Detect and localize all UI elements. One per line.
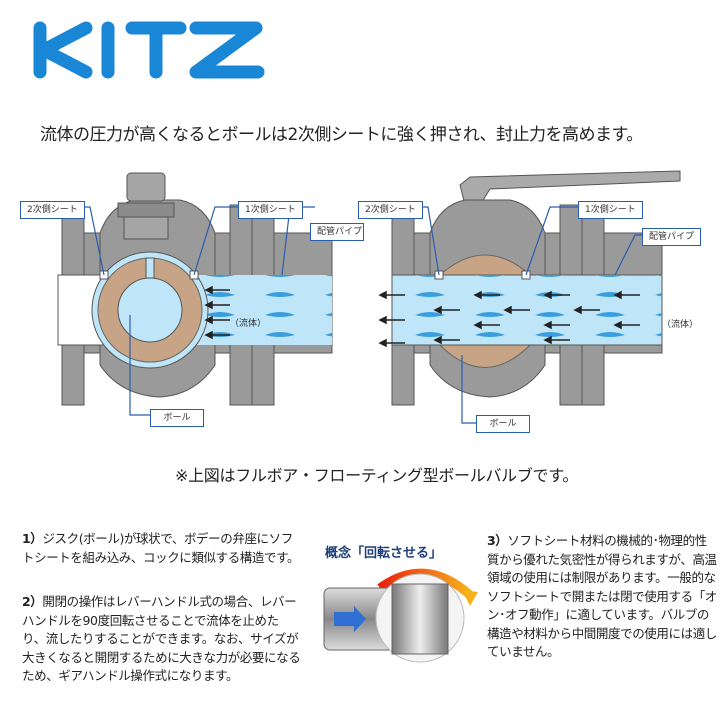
label-primary-seat: 1次側シート <box>238 201 303 219</box>
kitz-logo <box>33 21 265 79</box>
label-primary-seat: 1次側シート <box>578 201 643 219</box>
paragraph-2-text: 開閉の操作はレバーハンドル式の場合、レバーハンドルを90度回転させることで流体を… <box>22 594 301 683</box>
label-secondary-seat: 2次側シート <box>358 201 423 219</box>
label-ball: ボール <box>476 415 530 433</box>
paragraph-2: 2）開閉の操作はレバーハンドル式の場合、レバーハンドルを90度回転させることで流… <box>22 593 302 686</box>
paragraph-1-number: 1） <box>22 531 43 546</box>
valve-closed-illustration <box>57 172 333 416</box>
paragraph-3-text: ソフトシート材料の機械的･物理的性質から優れた気密性が得られますが、高温領域の使… <box>487 533 717 659</box>
paragraph-2-number: 2） <box>22 594 43 609</box>
concept-title: 概念「回転させる」 <box>325 546 443 561</box>
rotation-concept-illustration <box>323 568 478 663</box>
label-fluid: （流体） <box>230 319 267 329</box>
valve-open-illustration <box>378 170 681 424</box>
paragraph-1-text: ジスク(ボール)が球状で、ボデーの弁座にソフトシートを組み込み、コックに類似する… <box>22 531 300 565</box>
label-pipe: 配管パイプ <box>310 223 364 241</box>
valve-diagram-closed: 2次側シート 1次側シート 配管パイプ （流体） ボール <box>20 165 364 445</box>
headline: 流体の圧力が高くなるとボールは2次側シートに強く押され、封止力を高めます。 <box>40 125 643 145</box>
label-fluid: （流体） <box>662 320 699 330</box>
valve-diagram-open: 2次側シート 1次側シート 配管パイプ （流体） ボール <box>350 165 720 445</box>
footnote: ※上図はフルボア・フローティング型ボールバルブです。 <box>175 466 579 485</box>
label-secondary-seat: 2次側シート <box>20 201 85 219</box>
label-ball: ボール <box>150 409 204 427</box>
paragraph-3-number: 3） <box>487 533 508 548</box>
paragraph-1: 1）ジスク(ボール)が球状で、ボデーの弁座にソフトシートを組み込み、コックに類似… <box>22 530 302 567</box>
paragraph-3: 3）ソフトシート材料の機械的･物理的性質から優れた気密性が得られますが、高温領域… <box>487 532 717 662</box>
label-pipe: 配管パイプ <box>642 228 702 246</box>
